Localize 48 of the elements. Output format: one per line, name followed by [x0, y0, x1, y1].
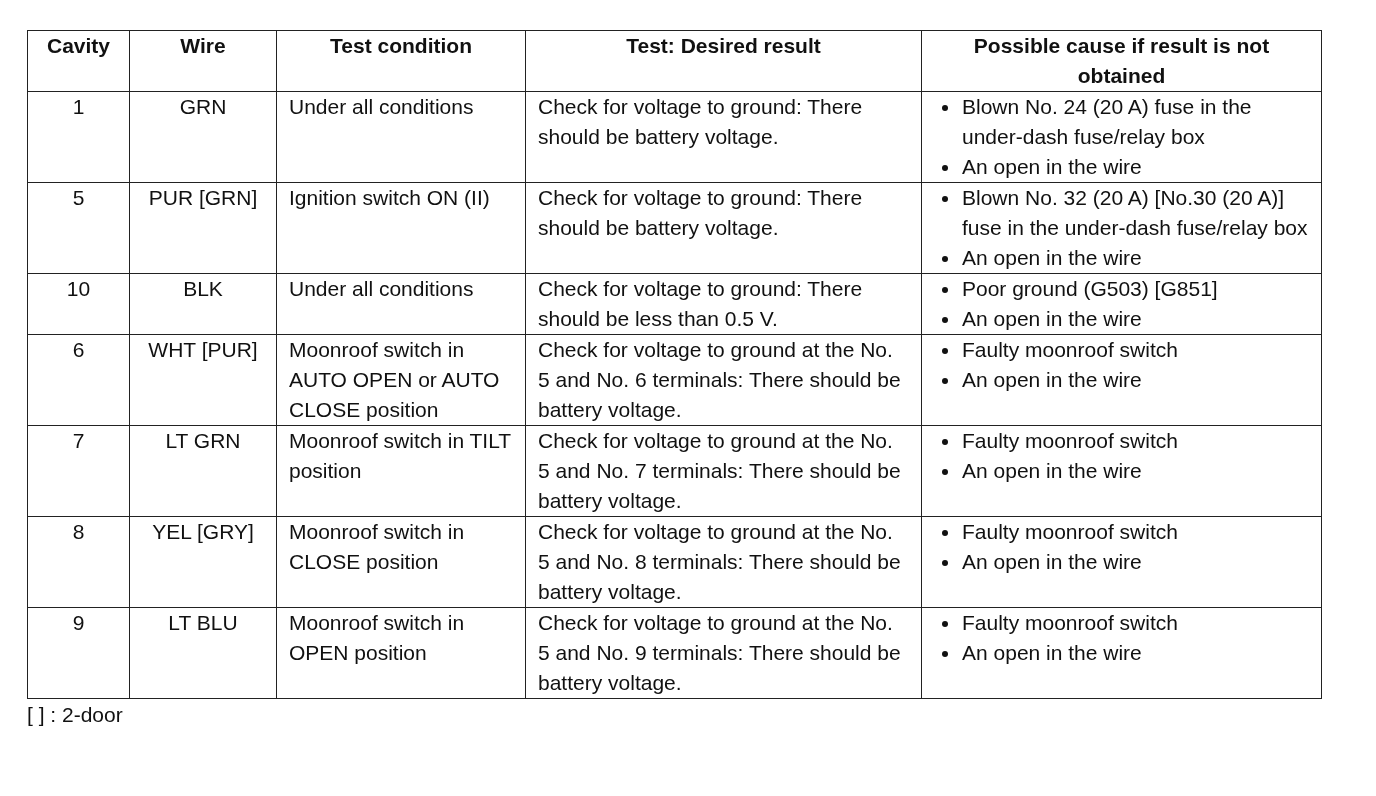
cause-item: Faulty moonroof switch — [962, 611, 1178, 634]
column-header: Cavity — [47, 34, 110, 57]
desired-result: Check for voltage to ground: There should be less than 0.5 V. — [538, 277, 863, 330]
cause-item: An open in the wire — [962, 246, 1142, 269]
cause-item: An open in the wire — [962, 368, 1142, 391]
desired-result: Check for voltage to ground: There should be battery voltage. — [538, 186, 863, 239]
cause-item: Poor ground (G503) [G851] — [962, 277, 1218, 300]
desired-result: Check for voltage to ground at the No. 5 and No. 6 terminals: There should be battery voltage. — [538, 338, 901, 421]
test-condition: Moonroof switch in AUTO OPEN or AUTO CLOSE position — [289, 338, 500, 421]
column-header: Possible cause if result is not obtained — [973, 34, 1270, 87]
cavity-number: 6 — [72, 338, 85, 361]
wire-color: GRN — [179, 95, 227, 118]
cause-item: An open in the wire — [962, 550, 1142, 573]
test-condition: Under all conditions — [289, 95, 474, 118]
cavity-number: 5 — [72, 186, 85, 209]
test-condition: Under all conditions — [289, 277, 474, 300]
test-condition: Moonroof switch in OPEN position — [289, 611, 465, 664]
cavity-number: 1 — [72, 95, 85, 118]
desired-result: Check for voltage to ground: There should be battery voltage. — [538, 95, 863, 148]
cause-item: Faulty moonroof switch — [962, 520, 1178, 543]
test-condition: Ignition switch ON (II) — [289, 186, 490, 209]
column-header: Test: Desired result — [626, 34, 821, 57]
column-header: Wire — [180, 34, 226, 57]
cause-item: An open in the wire — [962, 307, 1142, 330]
cause-item: Faulty moonroof switch — [962, 338, 1178, 361]
desired-result: Check for voltage to ground at the No. 5 and No. 9 terminals: There should be battery voltage. — [538, 611, 901, 694]
cavity-number: 7 — [72, 429, 85, 452]
cavity-number: 10 — [66, 277, 91, 300]
wire-color: LT GRN — [165, 429, 241, 452]
cause-item: Blown No. 24 (20 A) fuse in the under-dash fuse/relay box — [962, 95, 1252, 148]
cause-item: An open in the wire — [962, 641, 1142, 664]
test-condition: Moonroof switch in CLOSE position — [289, 520, 465, 573]
wire-color: WHT [PUR] — [148, 338, 258, 361]
cavity-number: 9 — [72, 611, 85, 634]
desired-result: Check for voltage to ground at the No. 5 and No. 8 terminals: There should be battery voltage. — [538, 520, 901, 603]
desired-result: Check for voltage to ground at the No. 5 and No. 7 terminals: There should be battery voltage. — [538, 429, 901, 512]
wire-color: YEL [GRY] — [152, 520, 254, 543]
wire-color: LT BLU — [168, 611, 238, 634]
cause-item: An open in the wire — [962, 155, 1142, 178]
test-condition: Moonroof switch in TILT position — [289, 429, 511, 482]
wire-color: PUR [GRN] — [148, 186, 258, 209]
wire-color: BLK — [183, 277, 223, 300]
cause-item: Blown No. 32 (20 A) [No.30 (20 A)] fuse in the under-dash fuse/relay box — [962, 186, 1308, 239]
column-header: Test condition — [330, 34, 472, 57]
footnote: [ ] : 2-door — [27, 703, 123, 726]
cause-item: An open in the wire — [962, 459, 1142, 482]
cause-item: Faulty moonroof switch — [962, 429, 1178, 452]
cavity-number: 8 — [72, 520, 85, 543]
